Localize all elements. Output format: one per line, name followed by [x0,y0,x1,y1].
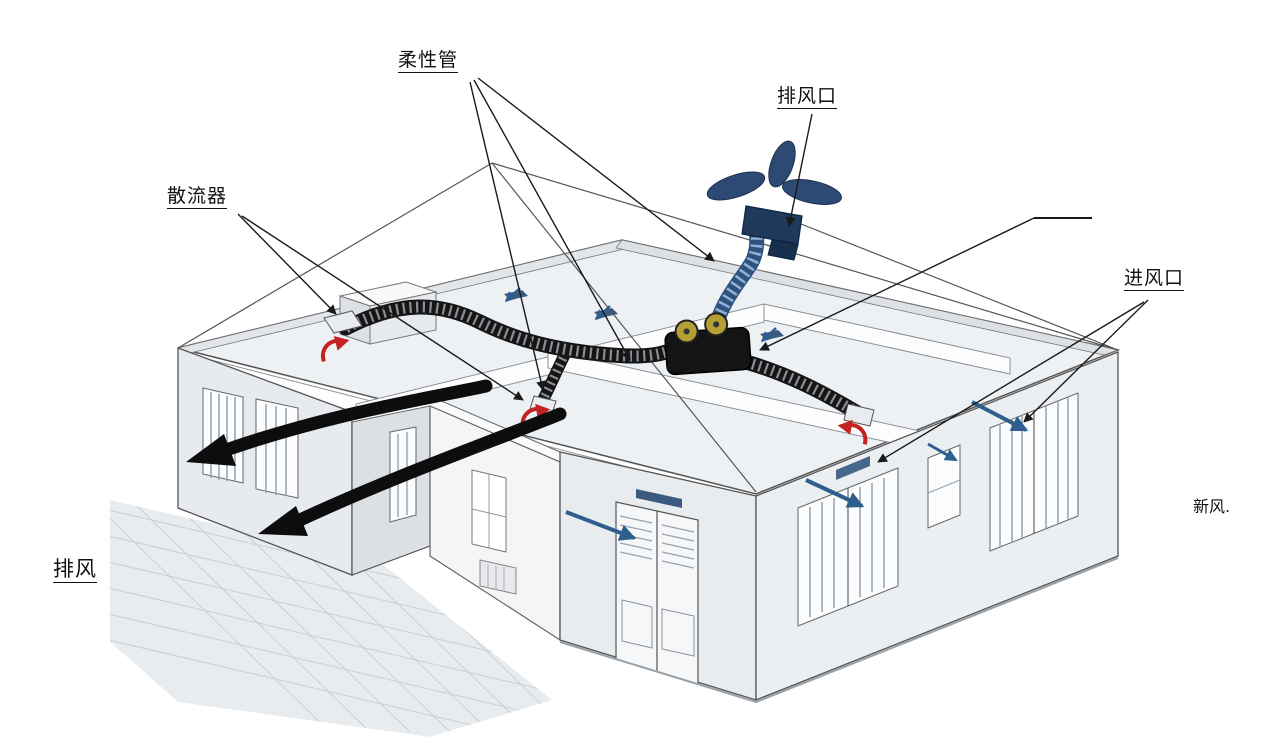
leader-lines [237,77,1149,463]
fresh-air-arrows [504,287,1029,541]
roof-wireframe [177,162,1119,493]
exhaust-air-arrows [186,379,567,536]
cutaway-room [429,405,561,642]
exhaust-duct [706,220,765,342]
wall-vent [836,456,870,480]
entry-door [615,501,699,685]
label-diffuser: 散流器 [167,185,228,209]
label-exhaust-air: 排风 [53,557,97,584]
label-exhaust-outlet: 排风口 [777,85,838,109]
radiator [479,559,517,595]
diffuser-arrow [837,419,868,445]
heat-exchanger-unit [664,312,752,376]
roof-fan [706,140,842,261]
diffuser-arrow [320,336,350,363]
door-vent [636,489,682,508]
label-fresh-air: 新风. [1193,497,1231,516]
label-air-inlet: 进风口 [1124,267,1185,291]
louver-window [989,392,1079,552]
label-flexible-duct: 柔性管 [398,49,459,73]
diffuser-arrows [320,336,868,445]
